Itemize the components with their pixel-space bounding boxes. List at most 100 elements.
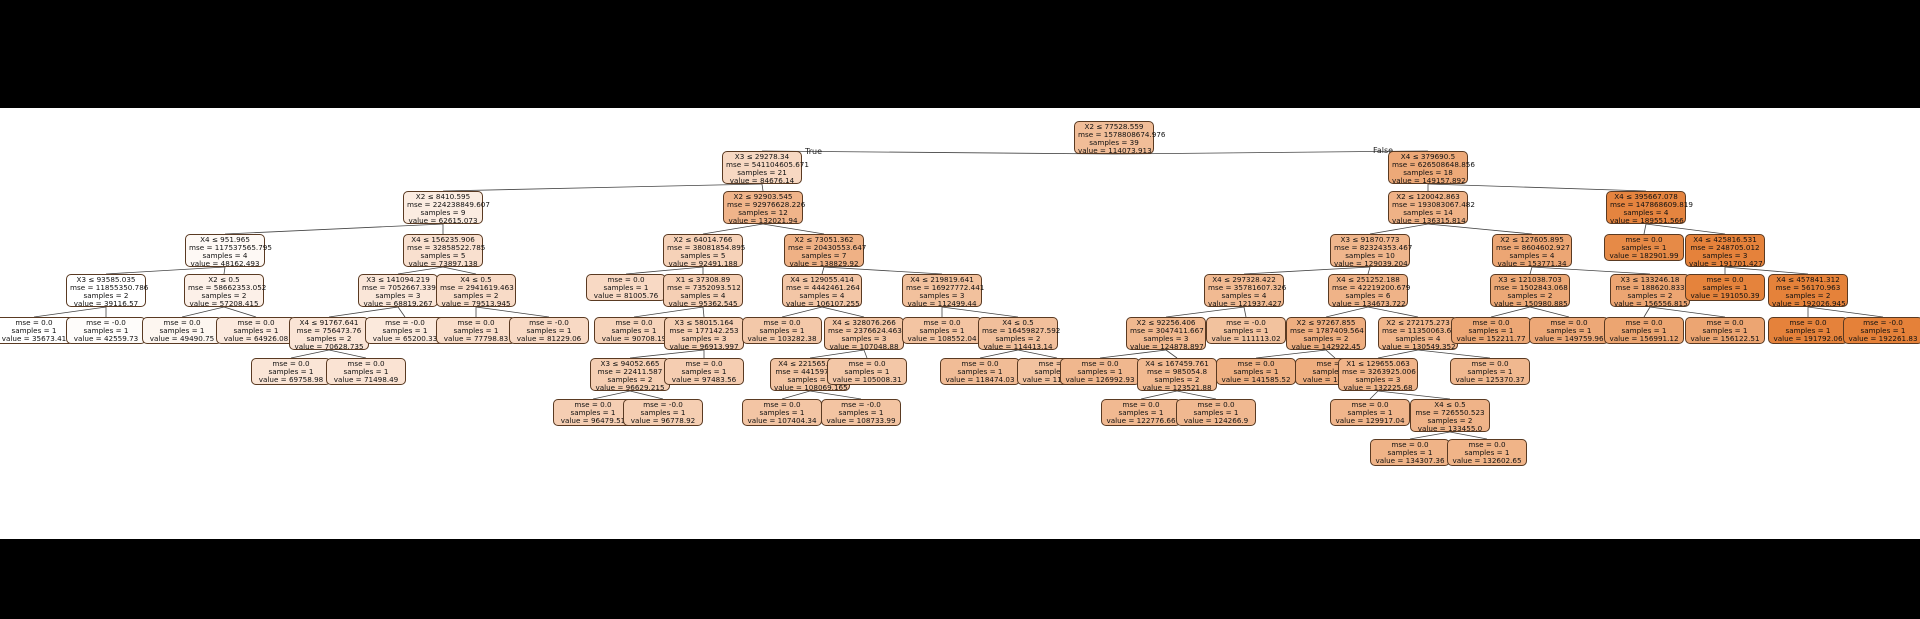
- node-text-line: samples = 1: [1785, 326, 1831, 335]
- node-text-line: samples = 12: [738, 208, 788, 217]
- node-text-line: samples = 2: [1303, 334, 1349, 343]
- node-text-line: mse = 2376624.463: [828, 326, 902, 335]
- node-text-line: samples = 1: [1546, 326, 1592, 335]
- tree-edge: [823, 266, 943, 275]
- node-text-line: X1 ≤ 37308.89: [675, 275, 731, 284]
- tree-edge: [33, 306, 107, 318]
- node-text-line: mse = 0.0: [763, 400, 801, 409]
- node-text-line: value = 69758.98: [258, 375, 324, 384]
- node-text-line: mse = 0.0: [685, 359, 723, 368]
- node-text-line: samples = 1: [1702, 326, 1748, 335]
- tree-edge: [979, 349, 1019, 359]
- node-text-line: value = 191701.427: [1689, 259, 1763, 268]
- node-text-line: value = 123521.88: [1142, 383, 1212, 392]
- tree-edge: [1176, 390, 1217, 400]
- node-text-line: value = 144259.4: [1302, 375, 1368, 384]
- node-text-line: samples = 1: [1077, 367, 1123, 376]
- node-text-line: value = 64926.08: [223, 334, 289, 343]
- node-text-line: value = 124878.897: [1130, 342, 1204, 351]
- node-text-line: mse = 0.0: [763, 318, 801, 327]
- tree-edge: [702, 223, 764, 235]
- node-text-line: mse = 20430553.647: [788, 243, 867, 252]
- node-text-line: samples = 1: [1621, 243, 1667, 252]
- node-text-line: samples = 3: [1143, 334, 1189, 343]
- node-text-line: value = 134673.722: [1332, 299, 1406, 308]
- tree-edge: [1369, 223, 1429, 235]
- tree-edge: [1643, 306, 1651, 318]
- node-text-line: value = 142922.45: [1291, 342, 1361, 351]
- node-text-line: samples = 10: [1345, 251, 1395, 260]
- node-text-line: samples = 1: [268, 367, 314, 376]
- node-text-line: mse = 7352093.512: [667, 283, 741, 292]
- node-text-line: mse = 0.0: [1122, 400, 1160, 409]
- tree-edge: [1417, 349, 1491, 359]
- node-text-line: value = 92491.188: [668, 259, 738, 268]
- node-text-line: X2 ≤ 127605.895: [1500, 235, 1564, 244]
- tree-edge: [1243, 266, 1371, 275]
- tree-edge: [397, 306, 406, 318]
- node-text-line: X2 ≤ 64014.766: [673, 235, 733, 244]
- node-text-line: value = 95362.545: [668, 299, 738, 308]
- node-text-line: mse = -0.0: [643, 400, 683, 409]
- node-text-line: mse = 16459827.592: [982, 326, 1061, 335]
- node-text-line: samples = 4: [202, 251, 248, 260]
- node-text-line: value = 129039.204: [1334, 259, 1408, 268]
- node-text-line: X4 ≤ 0.5: [1434, 400, 1466, 409]
- tree-edge: [781, 390, 811, 400]
- node-text-line: value = 84676.14: [729, 176, 795, 185]
- node-text-line: value = 108733.99: [826, 416, 896, 425]
- node-text-line: samples = 1: [1193, 408, 1239, 417]
- node-text-line: samples = 1: [603, 283, 649, 292]
- node-text-line: mse = 1502843.068: [1494, 283, 1568, 292]
- node-text-line: mse = 0.0: [272, 359, 310, 368]
- node-text-line: samples = 1: [957, 367, 1003, 376]
- tree-edge: [181, 306, 225, 318]
- tree-edge: [1724, 266, 1809, 275]
- tree-edge: [1325, 306, 1369, 318]
- node-text-line: value = 132602.65: [1452, 456, 1522, 465]
- tree-edge: [290, 349, 330, 359]
- node-text-line: value = 81229.06: [516, 334, 582, 343]
- node-text-line: value = 124266.9: [1183, 416, 1249, 425]
- node-text-line: value = 156122.51: [1690, 334, 1760, 343]
- node-text-line: samples = 1: [681, 367, 727, 376]
- node-text-line: X3 ≤ 91870.773: [1340, 235, 1400, 244]
- node-text-line: samples = 1: [1312, 367, 1358, 376]
- node-text-line: mse = 11855350.786: [70, 283, 149, 292]
- tree-edge: [1377, 390, 1451, 400]
- node-text-line: samples = 1: [759, 408, 805, 417]
- node-text-line: mse = 0.0: [1197, 400, 1235, 409]
- tree-edge: [761, 150, 1115, 155]
- node-text-line: value = 182901.99: [1609, 251, 1679, 260]
- node-text-line: mse = 0.0: [1472, 318, 1510, 327]
- node-text-line: value = 42559.73: [73, 334, 139, 343]
- node-text-line: mse = 0.0: [1550, 318, 1588, 327]
- node-text-line: X3 ≤ 141094.219: [366, 275, 430, 284]
- tree-edge: [629, 349, 705, 359]
- tree-edge: [781, 306, 823, 318]
- node-text-line: value = 126992.93: [1065, 375, 1135, 384]
- tree-edge: [1490, 306, 1531, 318]
- node-text-line: mse = 0.0: [961, 359, 999, 368]
- node-text-line: samples = 6: [1345, 291, 1391, 300]
- tree-edge: [328, 349, 367, 359]
